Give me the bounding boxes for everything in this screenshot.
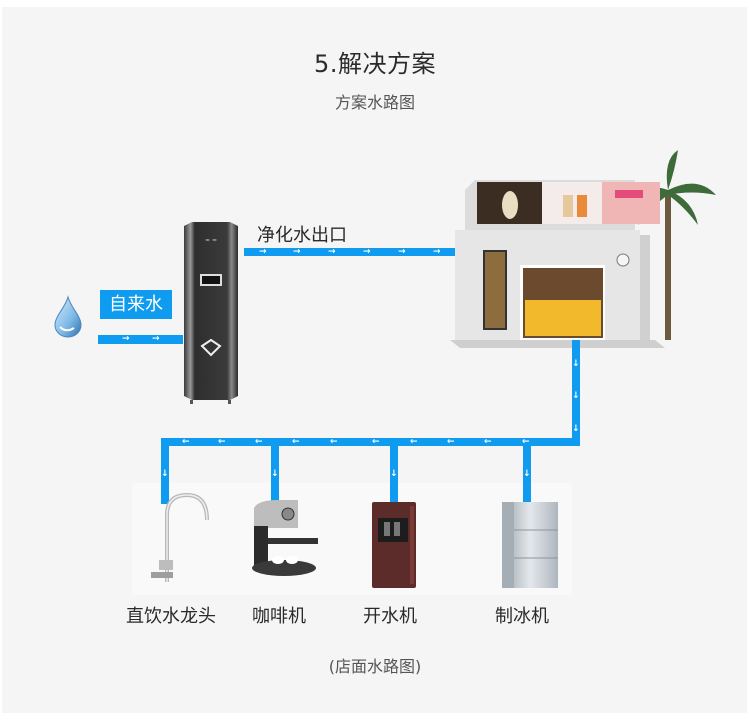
page-subtitle: 方案水路图 [334, 93, 415, 112]
device-label-ice-maker: 制冰机 [495, 606, 549, 627]
tap-water-label: 自来水 [100, 290, 172, 319]
device-label-faucet: 直饮水龙头 [126, 606, 216, 627]
branch-pipe-boiler [390, 446, 398, 504]
water-purifier-icon: ≈ ≈ [184, 222, 238, 404]
coffee-machine-icon [252, 500, 318, 576]
branch-pipe-coffee [271, 446, 279, 504]
flow-arrow-right-icon: → [433, 247, 441, 257]
flow-arrow-right-icon: → [293, 247, 301, 257]
water-boiler-icon [372, 502, 416, 588]
branch-pipe-icemaker [523, 446, 531, 504]
flow-arrow-down-icon: ↓ [161, 469, 169, 479]
flow-arrow-down-icon: ↓ [523, 469, 531, 479]
device-label-water-boiler: 开水机 [363, 606, 417, 627]
device-label-coffee-machine: 咖啡机 [252, 606, 306, 627]
page-title: 5.解决方案 [314, 50, 436, 78]
flow-arrow-down-icon: ↓ [572, 424, 580, 434]
flow-arrow-down-icon: ↓ [572, 391, 580, 401]
flow-arrow-down-icon: ↓ [572, 359, 580, 369]
flow-arrow-left-icon: ← [182, 437, 190, 447]
flow-arrow-left-icon: ← [447, 437, 455, 447]
purified-outlet-label: 净化水出口 [257, 225, 347, 246]
flow-arrow-left-icon: ← [255, 437, 263, 447]
flow-arrow-left-icon: ← [218, 437, 226, 447]
flow-arrow-right-icon: → [398, 247, 406, 257]
outlet-pipe [244, 248, 474, 256]
distribution-pipe [161, 438, 580, 446]
ice-maker-icon [502, 502, 558, 588]
flow-arrow-right-icon: → [363, 247, 371, 257]
tea-shop-storefront-icon [450, 150, 716, 348]
flow-arrow-left-icon: ← [292, 437, 300, 447]
devices-area [132, 483, 572, 595]
svg-text:≈ ≈: ≈ ≈ [205, 237, 217, 244]
flow-arrow-left-icon: ← [330, 437, 338, 447]
diagram-caption: (店面水路图) [328, 657, 422, 676]
store-down-pipe [572, 340, 580, 446]
flow-arrow-left-icon: ← [372, 437, 380, 447]
faucet-icon [151, 492, 209, 582]
inlet-pipe [98, 335, 183, 344]
branch-pipe-faucet [161, 438, 169, 504]
flow-arrow-right-icon: → [328, 247, 336, 257]
flow-arrow-down-icon: ↓ [390, 469, 398, 479]
flow-arrow-left-icon: ← [522, 437, 530, 447]
flow-arrow-right-icon: → [259, 247, 267, 257]
flow-arrow-left-icon: ← [484, 437, 492, 447]
flow-arrow-right-icon: → [122, 334, 130, 344]
water-drop-icon [54, 295, 82, 338]
flow-arrow-left-icon: ← [410, 437, 418, 447]
diagram-panel [2, 7, 747, 713]
flow-arrow-down-icon: ↓ [271, 469, 279, 479]
flow-arrow-right-icon: → [152, 334, 160, 344]
